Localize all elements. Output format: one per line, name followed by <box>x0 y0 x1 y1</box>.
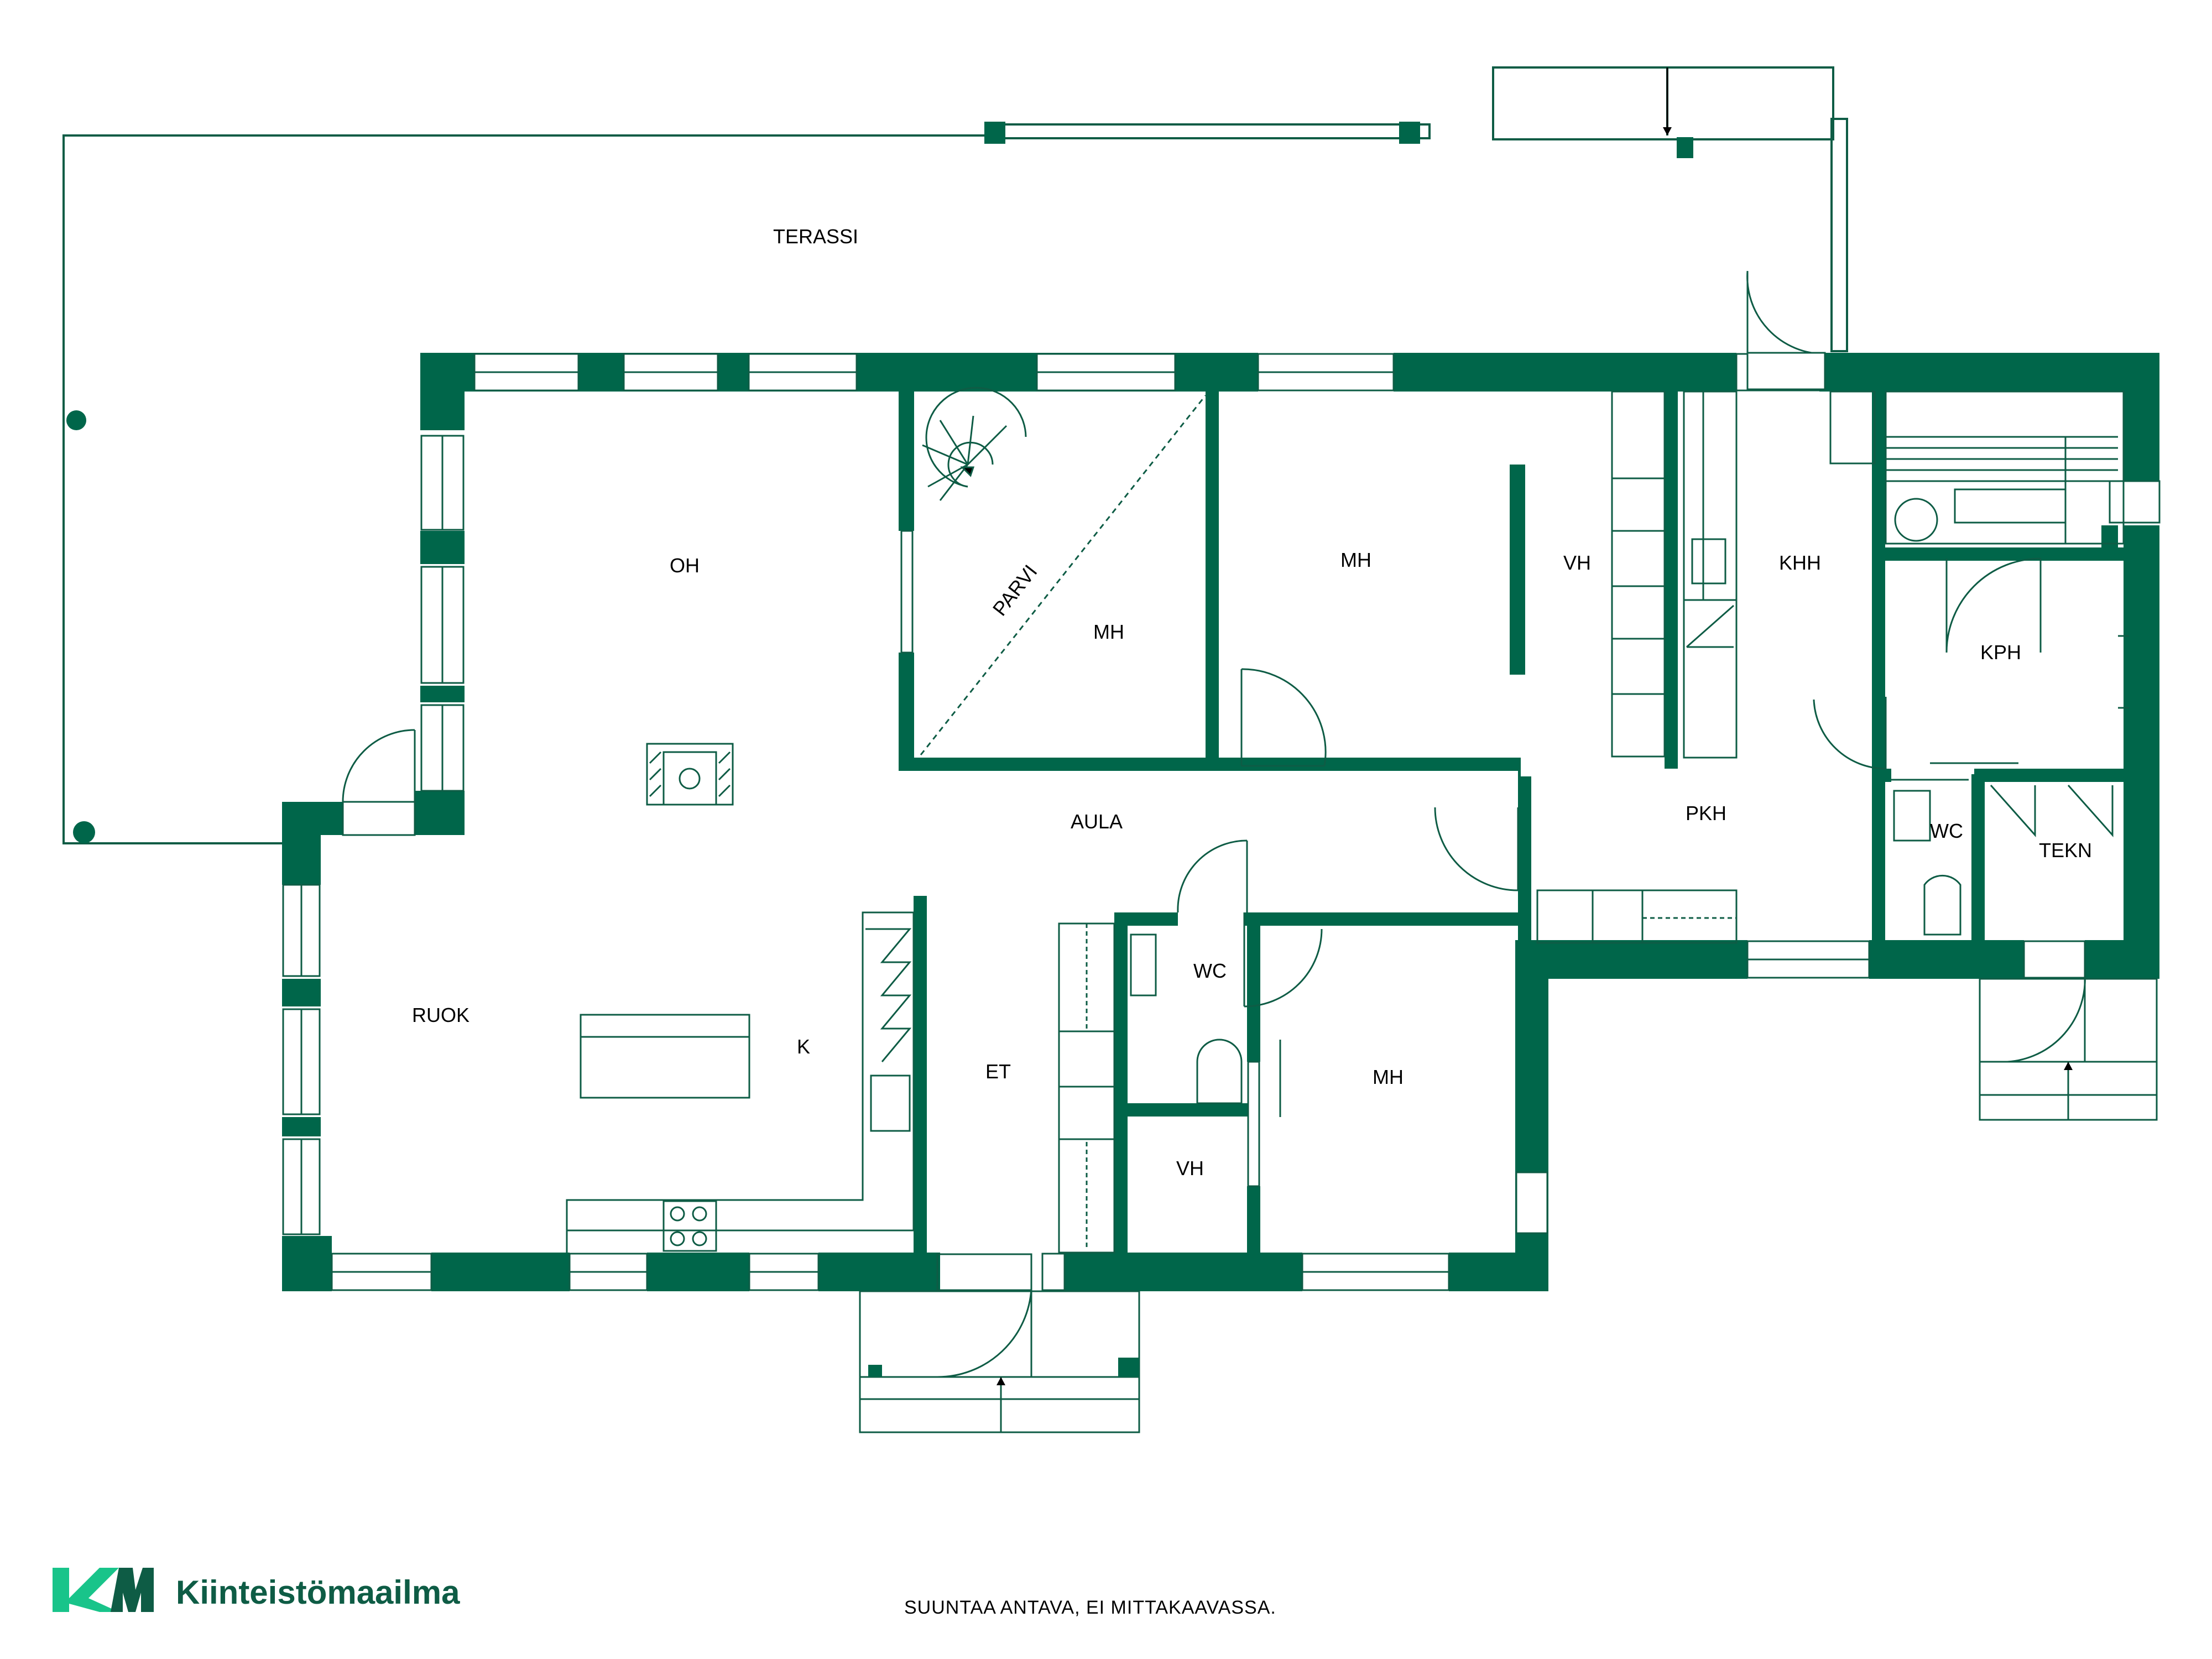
terrace-posts <box>66 122 1693 843</box>
fireplace-icon <box>646 743 734 806</box>
bathroom-fixtures <box>1130 635 2129 1104</box>
room-label-oh: OH <box>670 554 700 577</box>
scale-disclaimer: SUUNTAA ANTAVA, EI MITTAKAAVASSA. <box>904 1597 1276 1618</box>
room-label-terassi: TERASSI <box>773 225 858 248</box>
room-label-aula: AULA <box>1071 810 1123 833</box>
room-label-vh-north: VH <box>1563 551 1591 574</box>
room-labels: TERASSI OH PARVI MH MH VH KHH KPH AULA P… <box>412 225 2092 1180</box>
room-label-mh-parvi: MH <box>1093 620 1124 643</box>
wardrobe-divider <box>1510 465 1525 675</box>
direction-arrows <box>997 67 2073 1385</box>
room-label-tekn: TEKN <box>2039 839 2092 862</box>
km-logo-mark-m <box>111 1568 154 1612</box>
brand-logo: Kiinteistömaailma <box>53 1568 460 1612</box>
step-posts <box>868 1358 1139 1377</box>
room-label-et: ET <box>985 1060 1011 1083</box>
entrance-steps <box>859 978 2158 1433</box>
closets <box>1058 390 1738 1254</box>
spiral-staircase-icon <box>922 387 1027 501</box>
terrace <box>62 66 1848 844</box>
room-label-wc: WC <box>1193 959 1227 982</box>
room-label-kph: KPH <box>1980 641 2021 664</box>
km-logo-mark <box>53 1568 119 1612</box>
brand-name: Kiinteistömaailma <box>176 1574 460 1611</box>
room-label-parvi: PARVI <box>988 560 1042 620</box>
doors <box>342 270 2086 1378</box>
kitchen-island <box>580 1014 750 1099</box>
sauna <box>1829 390 2125 545</box>
room-label-pkh: PKH <box>1686 802 1726 825</box>
room-label-khh: KHH <box>1779 551 1821 574</box>
room-label-ruok: RUOK <box>412 1004 469 1026</box>
windows <box>282 353 2161 1291</box>
room-label-k: K <box>797 1035 810 1058</box>
room-label-mh-north: MH <box>1340 549 1371 571</box>
kitchen-counter <box>566 911 915 1253</box>
room-label-wc-east: WC <box>1930 820 1963 842</box>
room-label-vh: VH <box>1176 1157 1204 1180</box>
loft-edge <box>920 395 1207 755</box>
room-label-mh-south: MH <box>1373 1066 1404 1088</box>
